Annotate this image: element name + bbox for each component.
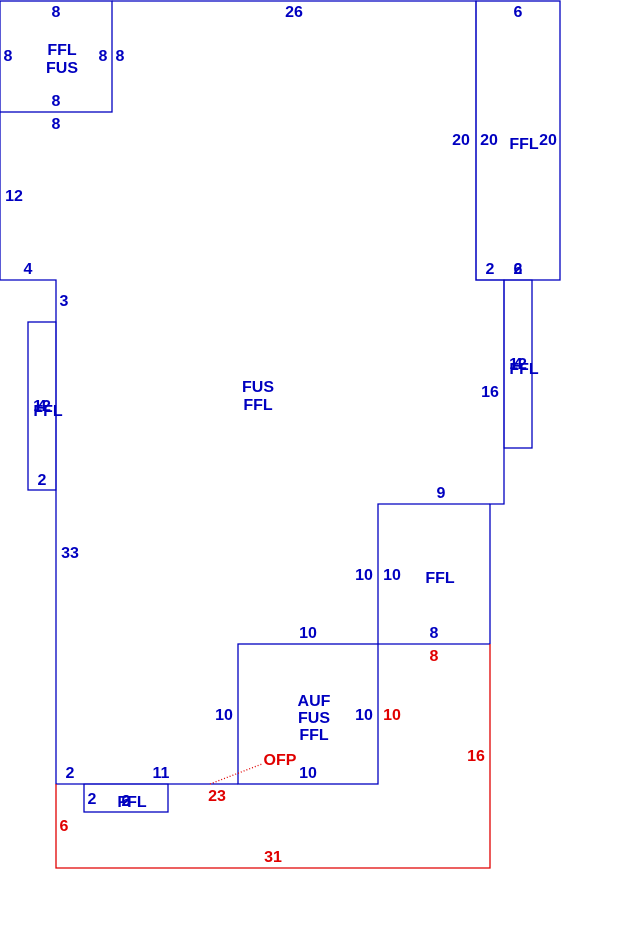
right-bump-outline	[503, 279, 533, 449]
top-right-box-left-outer-dim: 20	[452, 132, 470, 149]
right-bump-side-a-dim: 12	[509, 356, 527, 373]
ffl-section-code: FFL	[425, 570, 455, 587]
left-upper-dim: 12	[5, 188, 23, 205]
small-box-outline	[83, 783, 169, 813]
porch-leader-line	[209, 763, 263, 785]
main-area-code-2: FFL	[243, 397, 273, 414]
right-bump-side-b-dim: 4	[514, 356, 523, 373]
top-right-box-top-dim: 6	[514, 4, 523, 21]
auf-section-code-2: FUS	[298, 710, 330, 727]
left-short-dim: 3	[60, 293, 69, 310]
porch-left-dim: 6	[60, 818, 69, 835]
porch-label: OFP	[264, 752, 297, 769]
left-bump-code: FFL	[33, 403, 63, 420]
auf-left-dim: 10	[215, 707, 233, 724]
left-lower-dim: 33	[61, 545, 79, 562]
main-outline-lines	[0, 0, 561, 813]
porch-outline-lines	[55, 644, 491, 869]
top-left-box-right-outer-dim: 8	[116, 48, 125, 65]
top-right-box-left-inner-dim: 20	[480, 132, 498, 149]
top-left-box-code-1: FFL	[47, 42, 77, 59]
top-right-box-code: FFL	[509, 136, 539, 153]
main-outline	[112, 0, 505, 644]
porch-left-top-dim: 10	[383, 707, 401, 724]
top-left-box-top-dim: 8	[52, 4, 61, 21]
small-box-inner-b-dim: 2	[122, 793, 131, 810]
porch-outline	[55, 644, 491, 869]
below-left-box-dim: 8	[52, 116, 61, 133]
auf-bottom-dim: 10	[299, 765, 317, 782]
left-bump-side-a-dim: 12	[33, 398, 51, 415]
ffl-bottom-dim: 8	[430, 625, 439, 642]
right-jog-dim: 16	[481, 384, 499, 401]
top-right-box-bottom-a-dim: 2	[486, 261, 495, 278]
bottom-left-dim: 2	[66, 765, 75, 782]
top-left-box-right-inner-dim: 8	[99, 48, 108, 65]
ffl-left-inner-dim: 10	[383, 567, 401, 584]
left-bump-side-b-dim: 4	[38, 398, 47, 415]
top-left-box-bottom-inner-dim: 8	[52, 93, 61, 110]
main-dimension-labels: 8 8 8 8 8 8 FFL FUS 26 12 4 3 33 6 20 20…	[4, 4, 557, 811]
top-left-box-outline	[0, 0, 113, 113]
porch-bottom-dim: 31	[264, 849, 282, 866]
small-box-code: FFL	[117, 794, 147, 811]
porch-inner-dim: 23	[208, 788, 226, 805]
ffl-section-outline	[377, 503, 490, 644]
right-bump-code: FFL	[509, 361, 539, 378]
top-right-box-bottom-b-dim: 2	[514, 261, 523, 278]
top-left-box-left-dim: 8	[4, 48, 13, 65]
auf-top-dim: 10	[299, 625, 317, 642]
small-box-left-dim: 2	[88, 791, 97, 808]
top-right-box-bottom-c-dim: 6	[514, 261, 523, 278]
ffl-left-outer-dim: 10	[355, 567, 373, 584]
step-right-dim: 9	[437, 485, 446, 502]
top-right-box-right-dim: 20	[539, 132, 557, 149]
auf-section-code-3: FFL	[299, 727, 329, 744]
bottom-mid-dim: 11	[153, 765, 170, 782]
step-dim: 4	[24, 261, 33, 278]
porch-top-dim: 8	[430, 648, 439, 665]
main-outline-left	[0, 112, 238, 785]
left-bump-bottom-dim: 2	[38, 472, 47, 489]
porch-right-dim: 16	[467, 748, 485, 765]
top-left-box-code-2: FUS	[46, 60, 78, 77]
auf-section-outline	[237, 643, 379, 785]
small-box-inner-a-dim: 6	[122, 793, 131, 810]
auf-right-dim: 10	[355, 707, 373, 724]
porch-dimension-labels: OFP 8 10 16 23 6 31	[60, 648, 485, 866]
left-bump-outline	[27, 321, 57, 491]
main-top-dim: 26	[285, 4, 303, 21]
main-area-code-1: FUS	[242, 379, 274, 396]
auf-section-code-1: AUF	[298, 693, 331, 710]
